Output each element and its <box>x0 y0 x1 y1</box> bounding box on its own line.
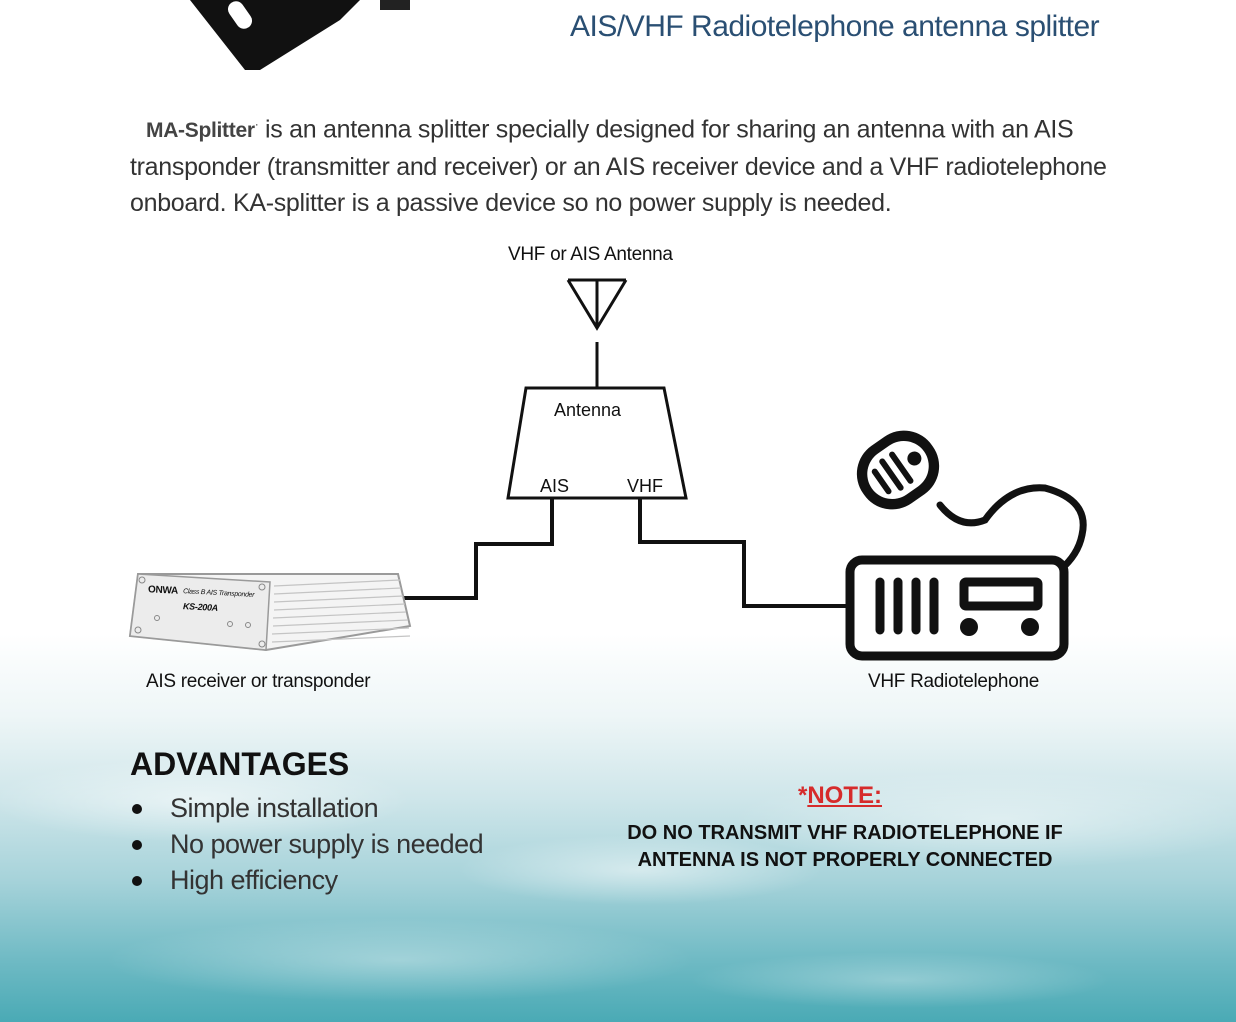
port-ais-label: AIS <box>540 476 570 496</box>
product-brand: MA-Splitter <box>146 119 255 143</box>
advantages-heading: ADVANTAGES <box>130 746 350 782</box>
intro-text: is an antenna splitter specially designe… <box>130 115 1107 218</box>
intro-paragraph: MA-Splitter· is an antenna splitter spec… <box>130 106 1130 221</box>
page-title: AIS/VHF Radiotelephone antenna splitter <box>570 10 1100 43</box>
splitter-label: Antenna <box>554 400 622 420</box>
transponder-model: KS-200A <box>182 601 219 613</box>
bullet-icon <box>132 840 142 850</box>
note-title: NOTE: <box>807 782 882 809</box>
connection-diagram <box>128 278 1087 661</box>
vhf-radio-icon <box>845 430 1087 661</box>
bullet-icon <box>132 876 142 886</box>
advantage-text: No power supply is needed <box>170 829 484 859</box>
splitter-box <box>506 386 688 500</box>
ais-transponder-device <box>128 573 412 652</box>
splitter-product-photo <box>190 0 410 70</box>
list-item: Simple installation <box>130 790 483 826</box>
port-vhf-label: VHF <box>627 476 663 496</box>
note-heading: *NOTE: <box>790 782 890 810</box>
note-prefix: * <box>797 782 808 809</box>
advantages-list: Simple installation No power supply is n… <box>130 790 484 898</box>
vhf-cable <box>638 498 848 608</box>
advantage-text: High efficiency <box>170 865 338 895</box>
radio-caption: VHF Radiotelephone <box>868 671 1039 692</box>
list-item: No power supply is needed <box>130 826 484 862</box>
antenna-label: VHF or AIS Antenna <box>508 244 673 265</box>
ais-cable <box>402 498 554 600</box>
antenna-icon <box>566 278 628 388</box>
brand-mark: · <box>254 117 259 131</box>
note-text: DO NO TRANSMIT VHF RADIOTELEPHONE IF ANT… <box>627 822 1063 871</box>
bullet-icon <box>132 804 142 814</box>
list-item: High efficiency <box>130 862 483 898</box>
advantage-text: Simple installation <box>170 793 379 823</box>
transponder-brand: ONWA <box>147 584 179 597</box>
transponder-caption: AIS receiver or transponder <box>146 671 371 692</box>
